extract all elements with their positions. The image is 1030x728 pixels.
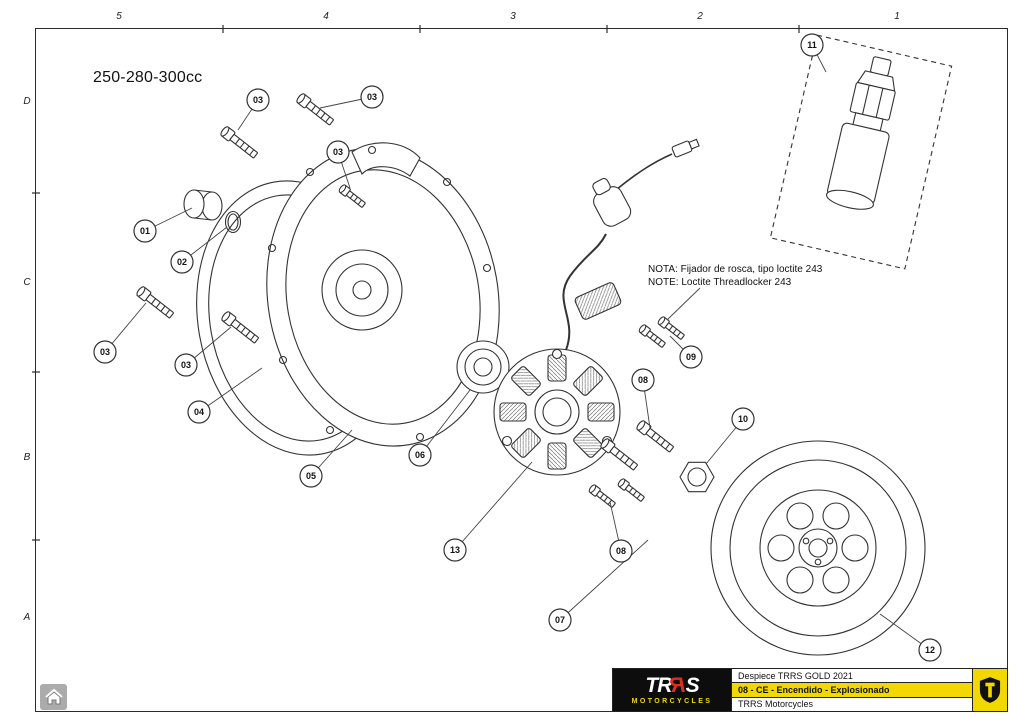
callout-12: 12	[918, 638, 942, 662]
zone-row-D: D	[23, 96, 31, 107]
callout-09: 09	[679, 345, 703, 369]
svg-text:11: 11	[807, 40, 817, 50]
title-block-rows: Despiece TRRS GOLD 2021 08 - CE - Encend…	[731, 669, 973, 711]
trrs-logo-subtitle: MOTORCYCLES	[631, 698, 713, 705]
note-line-1: NOTA: Fijador de rosca, tipo loctite 243	[648, 264, 823, 275]
callout-03: 03	[326, 140, 350, 164]
svg-text:06: 06	[415, 450, 425, 460]
spark-plug-box	[769, 34, 953, 270]
zone-row-C: C	[23, 277, 31, 288]
flywheel-rotor	[710, 440, 926, 656]
document-title: Despiece TRRS GOLD 2021	[732, 669, 972, 684]
pickup-coil	[574, 282, 622, 320]
svg-text:10: 10	[738, 414, 748, 424]
stator	[493, 348, 621, 476]
zone-col-5: 5	[116, 11, 122, 22]
svg-text:09: 09	[686, 352, 696, 362]
callout-13: 13	[443, 538, 467, 562]
svg-text:02: 02	[177, 257, 187, 267]
svg-text:03: 03	[253, 95, 263, 105]
zone-col-2: 2	[697, 11, 703, 22]
svg-text:08: 08	[638, 375, 648, 385]
callout-04: 04	[187, 400, 211, 424]
zone-col-3: 3	[510, 11, 516, 22]
callout-03: 03	[174, 353, 198, 377]
zone-col-1: 1	[894, 11, 900, 22]
svg-text:05: 05	[306, 471, 316, 481]
spark-plug-cap	[592, 177, 632, 227]
o-ring	[224, 210, 242, 234]
spark-plug	[825, 56, 896, 210]
svg-text:08: 08	[616, 546, 626, 556]
callout-03: 03	[93, 340, 117, 364]
svg-text:03: 03	[367, 92, 377, 102]
callout-11: 11	[800, 33, 824, 57]
wire-connector	[671, 138, 700, 158]
note-line-2: NOTE: Loctite Threadlocker 243	[648, 277, 792, 288]
page-title: 250-280-300cc	[93, 69, 203, 86]
callout-05: 05	[299, 464, 323, 488]
shield-icon	[979, 677, 1001, 703]
callout-01: 01	[133, 219, 157, 243]
trrs-logo: TRRS MOTORCYCLES	[613, 669, 731, 711]
zone-col-4: 4	[323, 11, 329, 22]
svg-text:12: 12	[925, 645, 935, 655]
svg-text:03: 03	[100, 347, 110, 357]
callout-03: 03	[360, 85, 384, 109]
callout-02: 02	[170, 250, 194, 274]
stator-wiring	[562, 138, 700, 351]
svg-text:07: 07	[555, 615, 565, 625]
callout-06: 06	[408, 443, 432, 467]
ignition-cover	[266, 142, 500, 447]
callout-08: 08	[609, 539, 633, 563]
callout-balloons: 01 02 03 03 03 03 03 04 05 06 07 08 08 0…	[93, 33, 942, 662]
callout-03: 03	[246, 88, 270, 112]
callout-07: 07	[548, 608, 572, 632]
title-block: TRRS MOTORCYCLES Despiece TRRS GOLD 2021…	[612, 668, 1008, 712]
drawing-border-frame	[35, 28, 1008, 712]
callout-10: 10	[731, 407, 755, 431]
callout-08: 08	[631, 368, 655, 392]
svg-text:13: 13	[450, 545, 460, 555]
parts	[134, 34, 953, 656]
bearing	[456, 340, 510, 394]
svg-text:01: 01	[140, 226, 150, 236]
zone-row-B: B	[23, 452, 31, 463]
zone-tick-marks	[32, 25, 800, 541]
crankshaft-spacer	[183, 189, 223, 221]
trrs-shield-logo	[973, 669, 1007, 711]
svg-text:03: 03	[333, 147, 343, 157]
zone-row-A: A	[23, 612, 31, 623]
home-button[interactable]	[40, 684, 67, 710]
document-company: TRRS Motorcycles	[738, 699, 814, 710]
svg-text:04: 04	[194, 407, 204, 417]
svg-text:03: 03	[181, 360, 191, 370]
document-section: 08 - CE - Encendido - Explosionado	[732, 683, 972, 698]
home-icon	[44, 688, 63, 705]
flywheel-nut	[679, 461, 715, 493]
trrs-logo-text: TRRS	[645, 674, 699, 697]
